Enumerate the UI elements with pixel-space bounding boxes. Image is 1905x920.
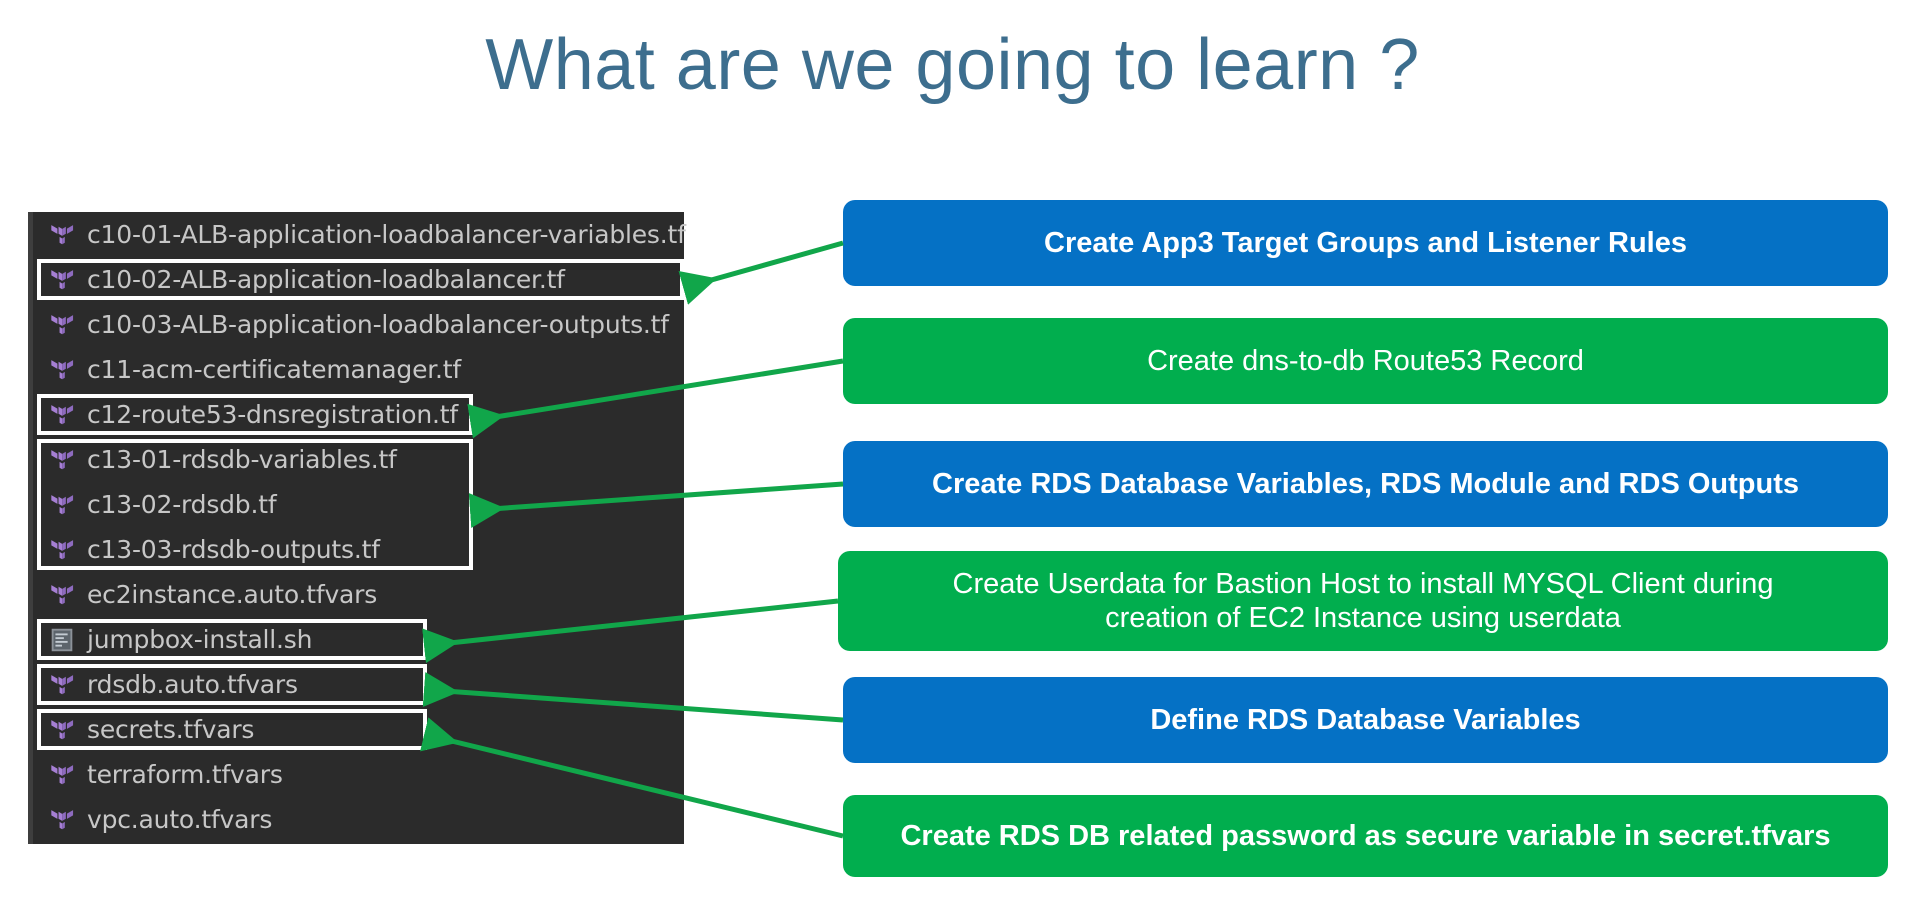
- callout-text: Create RDS Database Variables, RDS Modul…: [859, 467, 1872, 501]
- callout-text: Define RDS Database Variables: [859, 703, 1872, 737]
- terraform-icon: [51, 719, 74, 739]
- file-name-label: c12-route53-dnsregistration.tf: [87, 400, 458, 429]
- shell-script-icon: [51, 628, 73, 651]
- terraform-icon: [51, 494, 74, 514]
- callout-userdata-bastion-host[interactable]: Create Userdata for Bastion Host to inst…: [838, 551, 1888, 651]
- callout-line: Create RDS Database Variables, RDS Modul…: [932, 467, 1799, 500]
- file-name-label: c10-01-ALB-application-loadbalancer-vari…: [87, 220, 686, 249]
- callout-text: Create Userdata for Bastion Host to inst…: [854, 567, 1872, 635]
- file-name-label: ec2instance.auto.tfvars: [87, 580, 378, 609]
- file-name-label: c10-02-ALB-application-loadbalancer.tf: [87, 265, 565, 294]
- file-name-label: jumpbox-install.sh: [87, 625, 313, 654]
- terraform-icon: [51, 764, 74, 784]
- terraform-icon: [51, 449, 74, 469]
- callout-text: Create RDS DB related password as secure…: [859, 819, 1872, 853]
- connector-arrow: [678, 240, 844, 305]
- callout-dns-to-db-route53[interactable]: Create dns-to-db Route53 Record: [843, 318, 1888, 404]
- file-name-label: c11-acm-certificatemanager.tf: [87, 355, 461, 384]
- file-explorer-panel: c10-01-ALB-application-loadbalancer-vari…: [28, 212, 686, 844]
- callout-rds-password-secret[interactable]: Create RDS DB related password as secure…: [843, 795, 1888, 877]
- file-list: c10-01-ALB-application-loadbalancer-vari…: [33, 212, 686, 842]
- file-row[interactable]: c10-03-ALB-application-loadbalancer-outp…: [33, 302, 684, 347]
- terraform-icon: [51, 224, 74, 244]
- file-row[interactable]: c11-acm-certificatemanager.tf: [33, 347, 684, 392]
- callout-line: Create dns-to-db Route53 Record: [1147, 344, 1584, 377]
- file-row[interactable]: rdsdb.auto.tfvars: [33, 662, 684, 707]
- terraform-icon: [51, 359, 74, 379]
- callout-line: Create RDS DB related password as secure…: [900, 819, 1831, 852]
- callout-rds-variables-module-outputs[interactable]: Create RDS Database Variables, RDS Modul…: [843, 441, 1888, 527]
- page-title: What are we going to learn ?: [485, 25, 1420, 105]
- callout-line: Define RDS Database Variables: [1150, 703, 1581, 736]
- terraform-icon: [51, 809, 74, 829]
- callout-app3-target-groups[interactable]: Create App3 Target Groups and Listener R…: [843, 200, 1888, 286]
- terraform-icon: [51, 674, 74, 694]
- callout-line: Create Userdata for Bastion Host to inst…: [952, 567, 1774, 600]
- file-row[interactable]: c13-03-rdsdb-outputs.tf: [33, 527, 684, 572]
- callout-text: Create dns-to-db Route53 Record: [859, 344, 1872, 378]
- terraform-icon: [51, 314, 74, 334]
- file-row[interactable]: c13-01-rdsdb-variables.tf: [33, 437, 684, 482]
- terraform-icon: [51, 539, 74, 559]
- terraform-icon: [51, 584, 74, 604]
- callout-text: Create App3 Target Groups and Listener R…: [859, 226, 1872, 260]
- file-name-label: vpc.auto.tfvars: [87, 805, 273, 834]
- callout-line: Create App3 Target Groups and Listener R…: [1044, 226, 1687, 259]
- file-name-label: c13-01-rdsdb-variables.tf: [87, 445, 397, 474]
- file-row[interactable]: c12-route53-dnsregistration.tf: [33, 392, 684, 437]
- file-row[interactable]: ec2instance.auto.tfvars: [33, 572, 684, 617]
- file-row[interactable]: c10-01-ALB-application-loadbalancer-vari…: [33, 212, 686, 257]
- file-name-label: c13-02-rdsdb.tf: [87, 490, 277, 519]
- file-row[interactable]: vpc.auto.tfvars: [33, 797, 684, 842]
- file-name-label: c10-03-ALB-application-loadbalancer-outp…: [87, 310, 669, 339]
- file-name-label: c13-03-rdsdb-outputs.tf: [87, 535, 380, 564]
- file-row[interactable]: c13-02-rdsdb.tf: [33, 482, 684, 527]
- file-row[interactable]: c10-02-ALB-application-loadbalancer.tf: [33, 257, 684, 302]
- file-row[interactable]: jumpbox-install.sh: [33, 617, 684, 662]
- callout-define-rds-variables[interactable]: Define RDS Database Variables: [843, 677, 1888, 763]
- terraform-icon: [51, 269, 74, 289]
- file-row[interactable]: terraform.tfvars: [33, 752, 684, 797]
- file-name-label: terraform.tfvars: [87, 760, 283, 789]
- file-row[interactable]: secrets.tfvars: [33, 707, 684, 752]
- file-name-label: rdsdb.auto.tfvars: [87, 670, 298, 699]
- terraform-icon: [51, 404, 74, 424]
- file-name-label: secrets.tfvars: [87, 715, 255, 744]
- callout-line: creation of EC2 Instance using userdata: [1105, 602, 1621, 634]
